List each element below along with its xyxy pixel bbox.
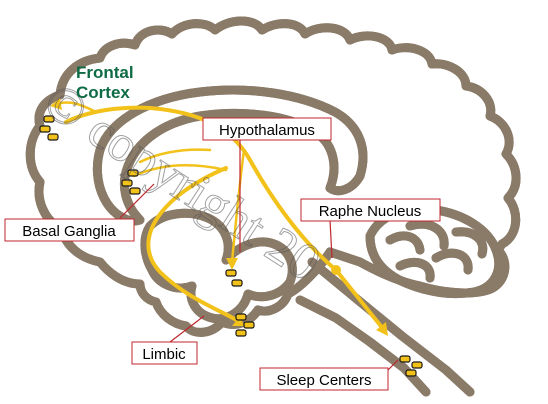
svg-text:Basal Ganglia: Basal Ganglia xyxy=(22,223,116,240)
receptor-marker xyxy=(244,322,254,328)
svg-text:Limbic: Limbic xyxy=(142,346,186,363)
svg-text:Sleep Centers: Sleep Centers xyxy=(276,372,371,389)
watermark: © copyright 20 xyxy=(33,72,330,292)
receptor-marker xyxy=(226,270,236,276)
label-basal-ganglia: Basal Ganglia xyxy=(5,219,134,241)
svg-text:Raphe Nucleus: Raphe Nucleus xyxy=(319,203,422,220)
frontal-cortex-title: Frontal Cortex xyxy=(76,63,138,102)
label-limbic: Limbic xyxy=(132,342,197,364)
frontal-cortex-title-line2: Cortex xyxy=(76,83,130,102)
raphe-nucleus-dot xyxy=(331,265,341,275)
receptor-marker xyxy=(412,362,422,368)
label-raphe-nucleus: Raphe Nucleus xyxy=(301,199,440,221)
receptor-marker xyxy=(406,370,416,376)
frontal-cortex-title-line1: Frontal xyxy=(76,63,134,82)
receptor-marker xyxy=(236,314,246,320)
receptor-marker xyxy=(236,330,246,336)
label-hypothalamus: Hypothalamus xyxy=(203,118,331,140)
svg-text:Hypothalamus: Hypothalamus xyxy=(219,122,315,139)
label-sleep-centers: Sleep Centers xyxy=(260,368,388,390)
receptor-marker xyxy=(400,356,410,362)
receptor-marker xyxy=(130,188,140,194)
receptor-marker xyxy=(232,280,242,286)
